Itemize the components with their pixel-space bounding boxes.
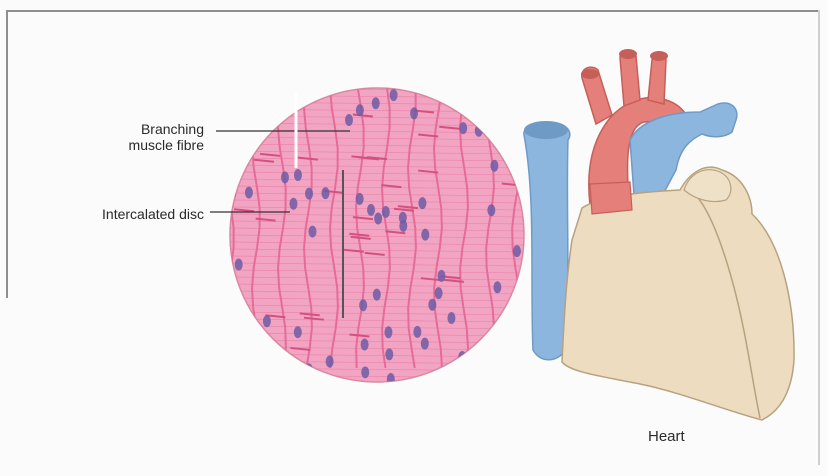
nucleus: [249, 341, 257, 353]
nucleus: [356, 193, 364, 205]
nucleus: [428, 299, 436, 311]
nucleus: [275, 82, 283, 94]
label-heart: Heart: [648, 429, 685, 445]
nucleus: [235, 259, 243, 271]
nucleus: [252, 373, 260, 385]
nucleus: [382, 206, 390, 218]
nucleus: [359, 299, 367, 311]
nucleus: [435, 287, 443, 299]
nucleus: [228, 188, 236, 200]
intercalated-disc-mark: [497, 373, 517, 375]
nucleus: [387, 373, 395, 385]
nucleus: [367, 204, 375, 216]
nucleus: [345, 114, 353, 126]
nucleus: [294, 326, 302, 338]
nucleus: [390, 89, 398, 101]
nucleus: [513, 245, 521, 257]
nucleus: [305, 363, 313, 375]
nucleus: [326, 356, 334, 368]
intercalated-disc-mark: [243, 346, 263, 348]
nucleus: [281, 171, 289, 183]
intercalated-disc-mark: [473, 373, 493, 375]
nucleus: [263, 315, 271, 327]
nucleus: [418, 197, 426, 209]
nucleus: [384, 326, 392, 338]
muscle-tissue-magnified: [226, 82, 525, 385]
nucleus: [261, 346, 269, 358]
nucleus: [421, 229, 429, 241]
intercalated-disc-mark: [493, 341, 513, 343]
nucleus: [413, 326, 421, 338]
aorta-branch-1-opening: [581, 69, 599, 79]
nucleus: [493, 281, 501, 293]
nucleus: [361, 338, 369, 350]
vena-cava: [524, 122, 570, 360]
nucleus: [305, 188, 313, 200]
nucleus: [410, 107, 418, 119]
nucleus: [276, 93, 284, 105]
nucleus: [308, 226, 316, 238]
nucleus: [289, 198, 297, 210]
nucleus: [294, 169, 302, 181]
aorta-branch-2-opening: [619, 49, 637, 59]
nucleus: [490, 160, 498, 172]
nucleus: [250, 102, 258, 114]
nucleus: [421, 338, 429, 350]
vena-cava-opening: [524, 121, 568, 139]
label-intercalated-disc: Intercalated disc: [30, 206, 204, 222]
nucleus: [321, 187, 329, 199]
nucleus: [374, 213, 382, 225]
nucleus: [447, 312, 455, 324]
nucleus: [228, 304, 236, 316]
nucleus: [361, 366, 369, 378]
label-branching-muscle-fibre: Branching muscle fibre: [70, 121, 204, 153]
heart-illustration: [524, 49, 794, 420]
nucleus: [356, 104, 364, 116]
nucleus: [487, 204, 495, 216]
intercalated-disc-mark: [243, 360, 263, 362]
intercalated-disc-mark: [502, 144, 522, 146]
intercalated-disc-mark: [270, 378, 290, 380]
nucleus: [233, 127, 241, 139]
nucleus: [399, 220, 407, 232]
nucleus: [438, 270, 446, 282]
nucleus: [385, 348, 393, 360]
aorta-branch-3-opening: [650, 51, 668, 61]
nucleus: [245, 187, 253, 199]
nucleus: [459, 122, 467, 134]
aorta-root: [590, 182, 632, 214]
nucleus: [373, 289, 381, 301]
intercalated-disc-mark: [272, 103, 292, 105]
nucleus: [250, 88, 258, 100]
nucleus: [372, 97, 380, 109]
